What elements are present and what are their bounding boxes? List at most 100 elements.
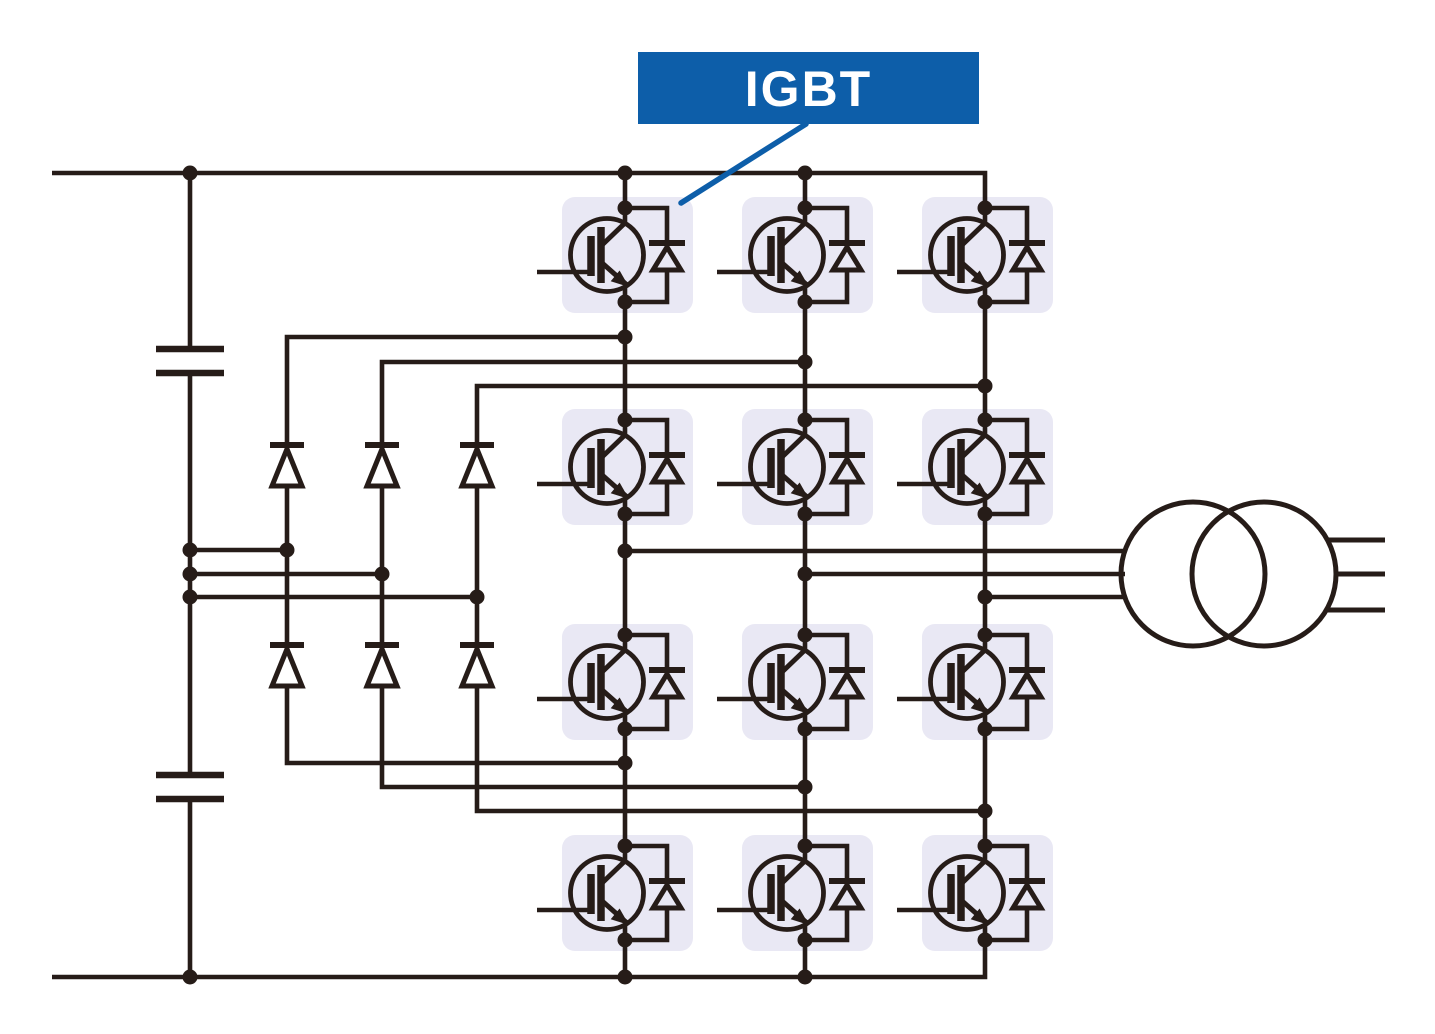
clamp-leg-2	[363, 359, 805, 790]
junction-dot	[617, 838, 633, 854]
igbt-cell-r2-c3	[897, 417, 1046, 517]
igbt-collector-lead	[959, 648, 987, 675]
igbt-cell-r1-c1	[537, 205, 686, 305]
diode-bracket-upper	[625, 843, 670, 881]
igbt-emitter-arrow	[790, 908, 809, 925]
igbt-cell-r3-c2	[717, 632, 866, 732]
diode-bracket-upper	[985, 632, 1030, 670]
clamp-leg-1	[268, 334, 625, 766]
junction-dot	[617, 755, 633, 771]
igbt-collector-lead	[599, 859, 627, 886]
igbt-collector-lead	[959, 859, 987, 886]
igbt-cell-r1-c3	[897, 205, 1046, 305]
igbt-icon	[537, 643, 646, 721]
igbt-collector-lead	[599, 221, 627, 248]
junction-dot	[977, 932, 993, 948]
diode-triangle	[828, 242, 866, 273]
igbt-emitter-arrow	[790, 697, 809, 714]
transformer-winding-circle	[1118, 499, 1268, 649]
junction-dot	[797, 932, 813, 948]
junction-dot	[977, 294, 993, 310]
igbt-cell-r3-c1	[537, 632, 686, 732]
diode-triangle	[648, 669, 686, 700]
junction-dot	[797, 412, 813, 428]
diode-bracket-lower	[985, 270, 1030, 305]
diode-triangle	[363, 642, 401, 689]
diode-bracket-upper	[625, 632, 670, 670]
junction-dot	[977, 803, 993, 819]
igbt-collector-lead	[779, 221, 807, 248]
freewheel-diode-icon	[805, 843, 866, 943]
junction-dot	[977, 506, 993, 522]
clamp-diode-icon	[458, 442, 496, 489]
igbt-emitter-arrow	[790, 482, 809, 499]
diode-bracket-upper	[985, 417, 1030, 455]
igbt-cell-bg-r1-c2	[742, 197, 873, 313]
diode-bracket-lower	[805, 908, 850, 943]
clamp-diode-icon	[268, 442, 306, 489]
clamp-leg-lower-wire	[284, 686, 625, 766]
junction-dot	[617, 412, 633, 428]
junction-dot	[182, 542, 198, 558]
junction-dot	[977, 412, 993, 428]
diode-bracket-lower	[625, 270, 670, 305]
clamp-diode-icon	[363, 442, 401, 489]
igbt-body-circle	[928, 216, 1006, 294]
igbt-collector-lead	[599, 433, 627, 460]
junction-dot	[182, 165, 198, 181]
diode-bracket-lower	[985, 908, 1030, 943]
junction-dots-layer	[182, 165, 993, 985]
junction-dot	[469, 589, 485, 605]
diode-bracket-lower	[625, 482, 670, 517]
igbt-body-circle	[748, 854, 826, 932]
junction-dot	[182, 589, 198, 605]
junction-dot	[617, 932, 633, 948]
freewheel-diode-icon	[805, 632, 866, 732]
freewheel-diode-icon	[985, 843, 1046, 943]
diode-triangle	[648, 242, 686, 273]
igbt-cell-bg-r2-c3	[922, 409, 1053, 525]
igbt-icon	[537, 216, 646, 294]
igbt-label-box	[638, 52, 979, 124]
igbt-emitter-arrow	[610, 697, 629, 714]
igbt-collector-lead	[959, 221, 987, 248]
junction-dot	[797, 506, 813, 522]
clamp-leg-3	[458, 383, 985, 814]
junction-dot	[977, 721, 993, 737]
igbt-emitter-arrow	[970, 482, 989, 499]
junction-dot	[977, 627, 993, 643]
igbt-cell-r4-c1	[537, 843, 686, 943]
diode-triangle	[828, 880, 866, 911]
diode-bracket-upper	[625, 417, 670, 455]
diode-bracket-lower	[625, 908, 670, 943]
igbt-icon	[717, 854, 826, 932]
capacitor-icon-1	[156, 345, 224, 377]
diode-triangle	[1008, 454, 1046, 485]
junction-dot	[617, 329, 633, 345]
freewheel-diode-icon	[805, 417, 866, 517]
diode-bracket-lower	[625, 697, 670, 732]
igbt-emitter-arrow	[610, 908, 629, 925]
igbt-cell-bg-r3-c1	[562, 624, 693, 740]
igbt-body-circle	[568, 854, 646, 932]
junction-dot	[617, 165, 633, 181]
diode-triangle	[268, 642, 306, 689]
junction-dot	[797, 779, 813, 795]
igbt-cell-bg-r4-c1	[562, 835, 693, 951]
igbt-icon	[897, 854, 1006, 932]
junction-dot	[797, 354, 813, 370]
clamp-leg-upper-wire	[379, 359, 805, 445]
clamp-leg-upper-wire	[474, 383, 985, 445]
igbt-icon	[717, 428, 826, 506]
junction-dot	[797, 566, 813, 582]
clamp-diode-icon	[268, 642, 306, 689]
diode-triangle	[363, 442, 401, 489]
capacitor-icon-2	[156, 771, 224, 803]
igbt-label-group: IGBT	[638, 52, 979, 206]
junction-dot	[617, 721, 633, 737]
igbt-emitter-arrow	[610, 482, 629, 499]
junction-dot	[374, 566, 390, 582]
igbt-cell-bg-r2-c2	[742, 409, 873, 525]
diode-bracket-upper	[625, 205, 670, 243]
diode-triangle	[458, 642, 496, 689]
